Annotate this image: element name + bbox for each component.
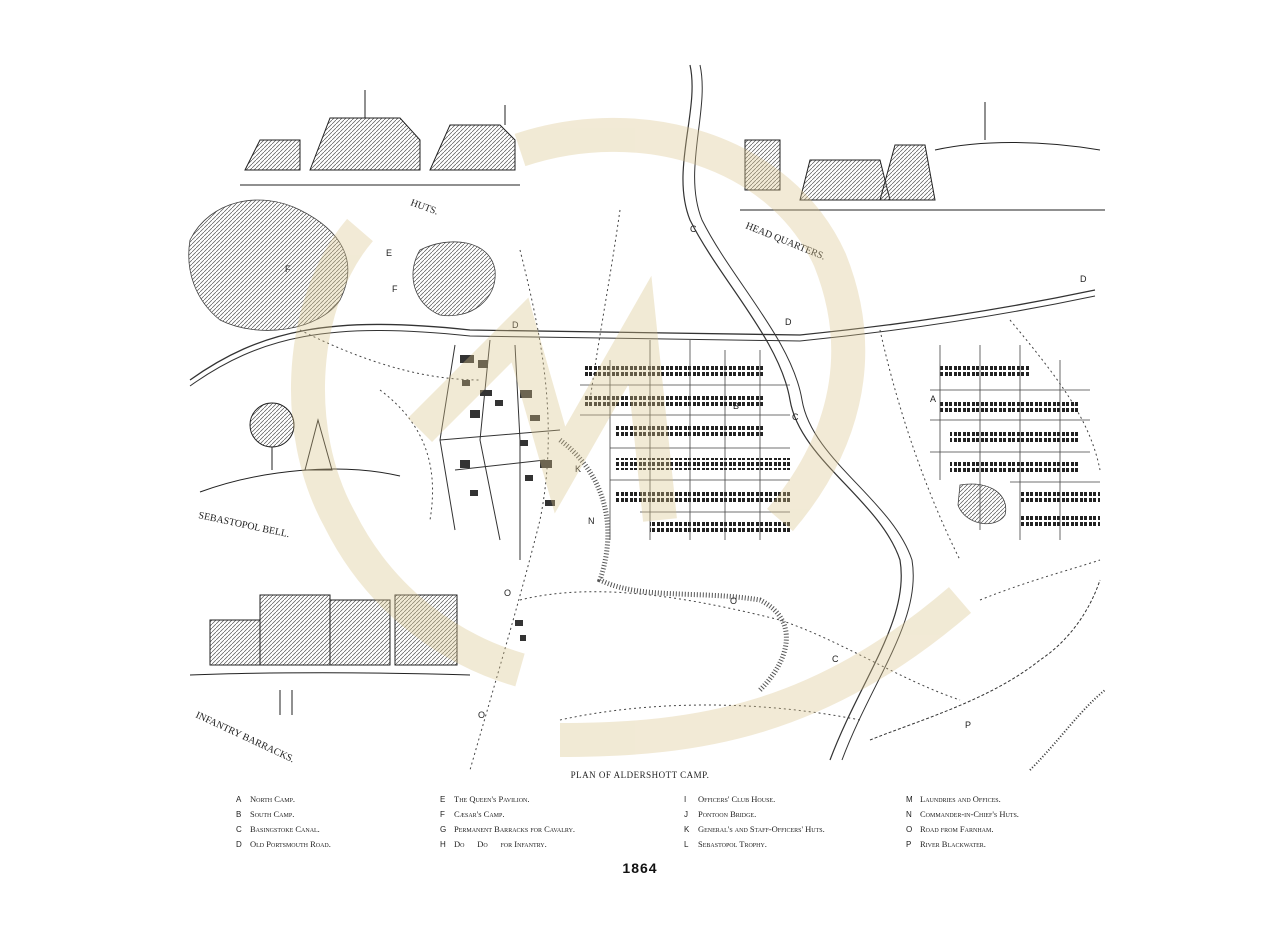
legend-text: Basingstoke Canal. xyxy=(250,824,320,834)
legend-row: I Officers' Club House. xyxy=(684,792,914,807)
barracks-town-blocks xyxy=(460,355,555,641)
legend-text: Do Do for Infantry. xyxy=(454,839,547,849)
legend-text: The Queen's Pavilion. xyxy=(454,794,530,804)
legend-row: M Laundries and Offices. xyxy=(906,792,1136,807)
sebastopol-bell-label: SEBASTOPOL BELL. xyxy=(197,510,290,540)
map-year: 1864 xyxy=(622,860,658,876)
legend-text: Officers' Club House. xyxy=(698,794,776,804)
legend-row: A North Camp. xyxy=(236,792,466,807)
letter-p: P xyxy=(965,720,971,730)
legend-text: Cæsar's Camp. xyxy=(454,809,505,819)
letter-c-mid: C xyxy=(792,412,799,422)
legend-column-1: A North Camp. B South Camp. C Basingstoke C… xyxy=(236,792,466,852)
legend-text: Old Portsmouth Road. xyxy=(250,839,331,849)
basingstoke-canal xyxy=(682,64,902,761)
area-letters: A B C C C D D D E F F K N O O O P xyxy=(285,224,1087,730)
head-quarters-vignette xyxy=(740,102,1105,211)
legend-row: G Permanent Barracks for Cavalry. xyxy=(440,822,670,837)
legend-row: E The Queen's Pavilion. xyxy=(440,792,670,807)
legend-text: Sebastopol Trophy. xyxy=(698,839,767,849)
legend-key: N xyxy=(906,810,912,819)
letter-d-left: D xyxy=(512,320,519,330)
legend-row: L Sebastopol Trophy. xyxy=(684,837,914,852)
legend-text: Pontoon Bridge. xyxy=(698,809,757,819)
legend-text: General's and Staff-Officers' Huts. xyxy=(698,824,825,834)
letter-k: K xyxy=(575,464,581,474)
legend-key: D xyxy=(236,840,242,849)
legend-key: K xyxy=(684,825,690,834)
letter-n: N xyxy=(588,516,595,526)
legend-key: F xyxy=(440,810,445,819)
legend-key: C xyxy=(236,825,242,834)
legend-key: G xyxy=(440,825,447,834)
legend-key: J xyxy=(684,810,688,819)
legend-text: Laundries and Offices. xyxy=(920,794,1001,804)
legend-text: Permanent Barracks for Cavalry. xyxy=(454,824,576,834)
river-blackwater xyxy=(869,579,1101,741)
legend-key: B xyxy=(236,810,242,819)
legend-key: H xyxy=(440,840,446,849)
legend-key: P xyxy=(906,840,912,849)
caesars-camp-earthworks xyxy=(188,199,349,331)
legend-row: C Basingstoke Canal. xyxy=(236,822,466,837)
letter-d-right: D xyxy=(1080,274,1087,284)
letter-b: B xyxy=(733,401,739,411)
huts-vignette xyxy=(240,90,520,186)
letter-o-1: O xyxy=(504,588,511,598)
old-portsmouth-road xyxy=(189,289,1096,381)
huts-label: HUTS. xyxy=(409,197,440,217)
legend-row: J Pontoon Bridge. xyxy=(684,807,914,822)
legend-key: M xyxy=(906,795,913,804)
letter-a: A xyxy=(930,394,936,404)
legend-row: P River Blackwater. xyxy=(906,837,1136,852)
legend-key: E xyxy=(440,795,446,804)
legend-row: F Cæsar's Camp. xyxy=(440,807,670,822)
legend-text: South Camp. xyxy=(250,809,295,819)
legend-row: H Do Do for Infantry. xyxy=(440,837,670,852)
legend-key: A xyxy=(236,795,242,804)
legend-row: N Commander-in-Chief's Huts. xyxy=(906,807,1136,822)
letter-c-top: C xyxy=(690,224,697,234)
legend-key: O xyxy=(906,825,913,834)
map-caption: PLAN OF ALDERSHOTT CAMP. xyxy=(570,770,710,780)
infantry-barracks-vignette xyxy=(189,594,471,715)
legend-row: K General's and Staff-Officers' Huts. xyxy=(684,822,914,837)
legend-key: I xyxy=(684,795,687,804)
legend-key: L xyxy=(684,840,689,849)
legend-column-4: M Laundries and Offices. N Commander-in-Ch… xyxy=(906,792,1136,852)
letter-o-3: O xyxy=(730,596,737,606)
letter-d-mid: D xyxy=(785,317,792,327)
legend-text: Road from Farnham. xyxy=(920,824,994,834)
letter-f-right: F xyxy=(392,284,398,294)
circular-logo-watermark xyxy=(291,117,972,757)
letter-c-low: C xyxy=(832,654,839,664)
legend-text: River Blackwater. xyxy=(920,839,986,849)
legend-row: B South Camp. xyxy=(236,807,466,822)
letter-f-left: F xyxy=(285,264,291,274)
letter-e: E xyxy=(386,248,392,258)
sebastopol-bell-vignette xyxy=(199,402,401,493)
legend-row: O Road from Farnham. xyxy=(906,822,1136,837)
south-camp-tents xyxy=(585,365,790,532)
infantry-barracks-label: INFANTRY BARRACKS. xyxy=(194,710,296,766)
letter-o-2: O xyxy=(478,710,485,720)
legend-text: Commander-in-Chief's Huts. xyxy=(920,809,1019,819)
legend-text: North Camp. xyxy=(250,794,296,804)
legend-row: D Old Portsmouth Road. xyxy=(236,837,466,852)
